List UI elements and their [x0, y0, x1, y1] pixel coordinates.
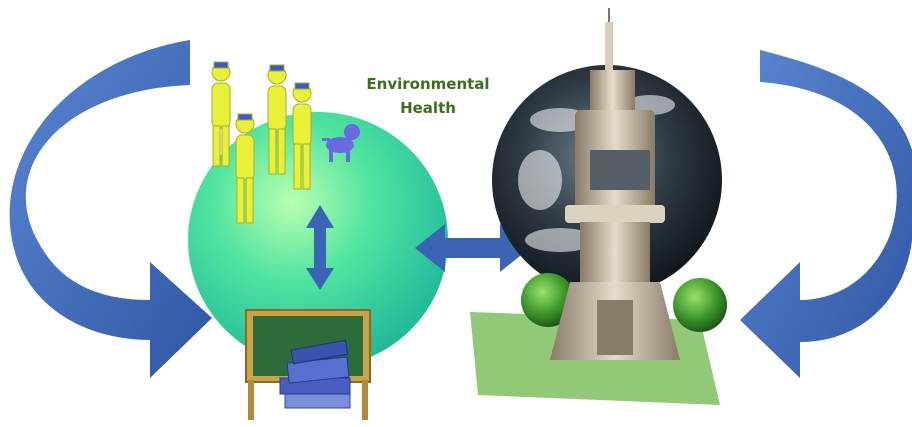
people-figures-icon — [211, 61, 312, 224]
earth-clouds — [518, 95, 675, 252]
curved-arrow-right-icon — [740, 50, 912, 378]
double-arrow-vertical-icon — [306, 205, 334, 290]
books-icon — [279, 339, 351, 409]
curved-arrow-left-icon — [9, 40, 213, 378]
dog-icon — [322, 124, 360, 162]
double-arrow-horizontal-icon — [415, 224, 530, 272]
tower-building-icon — [550, 8, 680, 360]
title-line-2: Health — [400, 99, 456, 117]
title-line-1: Environmental — [366, 75, 489, 93]
